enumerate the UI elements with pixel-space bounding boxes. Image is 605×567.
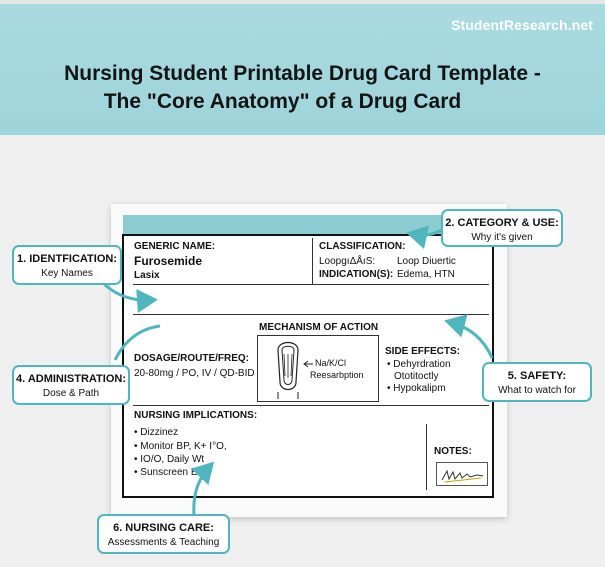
indication-label: INDICATION(S): (319, 269, 394, 280)
callout-administration: 4. ADMINISTRATION: Dose & Path (12, 365, 130, 405)
callout-administration-title: 4. ADMINISTRATION: (16, 373, 126, 385)
nursing-implication-item: • IO/O, Daily Wt (134, 454, 205, 465)
nursing-implications-label: NURSING IMPLICATIONS: (134, 410, 258, 421)
row-divider-2 (133, 314, 489, 315)
side-effect-item: • Dehyrdration (387, 359, 451, 370)
dosage-value: 20-80mg / PO, IV / QD-BID (134, 368, 255, 379)
nursing-implication-item: • Monitor BP, K+ I°O, (134, 441, 227, 452)
nursing-implication-item: • Sunscreen Ed (134, 467, 204, 478)
generic-name-value: Furosemide (134, 254, 203, 268)
callout-safety-title: 5. SAFETY: (507, 370, 567, 382)
mechanism-text-ions: Na/K/Cl (315, 358, 347, 368)
page-title-line2: The "Core Anatomy" of a Drug Card (103, 90, 462, 113)
site-name[interactable]: StudentResearch.net (451, 17, 593, 33)
classification-label: CLASSIFICATION: (319, 241, 406, 252)
callout-category-sub: Why it's given (471, 232, 533, 243)
brand-name-value: Lasix (134, 270, 160, 281)
notes-label: NOTES: (434, 446, 472, 457)
dosage-label: DOSAGE/ROUTE/FREQ: (134, 353, 250, 364)
callout-identification: 1. IDENTFICATION: Key Names (12, 245, 122, 285)
callout-administration-sub: Dose & Path (42, 388, 100, 399)
callout-nursing-care-sub: Assessments & Teaching (107, 537, 220, 548)
top-strip (0, 0, 605, 4)
side-effect-item: • Hypokalipm (387, 383, 446, 394)
row-divider-1 (133, 284, 489, 285)
mechanism-text-reabsorption: Reesarbption (310, 370, 364, 380)
callout-nursing-care-title: 6. NURSING CARE: (113, 522, 214, 534)
callout-category: 2. CATEGORY & USE: Why it's given (441, 209, 563, 247)
callout-identification-sub: Key Names (41, 268, 93, 279)
callout-safety-sub: What to watch for (498, 385, 576, 396)
side-effect-item: Ototitoctly (394, 371, 439, 382)
callout-identification-title: 1. IDENTFICATION: (16, 253, 117, 265)
callout-nursing-care: 6. NURSING CARE: Assessments & Teaching (97, 514, 230, 554)
row-divider-3 (133, 405, 489, 406)
signature-scribble-icon (441, 469, 484, 483)
mechanism-diagram: Na/K/Cl Reesarbption (257, 335, 379, 402)
side-effects-label: SIDE EFFECTS: (385, 346, 461, 357)
callout-category-title: 2. CATEGORY & USE: (445, 217, 559, 229)
notes-divider (426, 424, 427, 490)
mechanism-label: MECHANISM OF ACTION (259, 322, 379, 333)
callout-safety: 5. SAFETY: What to watch for (482, 362, 592, 402)
nephron-loop-icon (277, 341, 313, 399)
drug-card-header-bar (123, 215, 493, 234)
nursing-implication-item: • Dizzinez (134, 427, 179, 438)
classification-scribble: LoopɡıΔÅıS: (319, 256, 376, 267)
id-class-divider (312, 238, 313, 284)
classification-value: Loop Diuertic (397, 256, 456, 267)
header-banner: StudentResearch.net (0, 4, 605, 135)
notes-signature (436, 462, 488, 486)
generic-name-label: GENERIC NAME: (134, 241, 216, 252)
indication-value: Edema, HTN (397, 269, 455, 280)
page-title-line1: Nursing Student Printable Drug Card Temp… (64, 62, 541, 85)
